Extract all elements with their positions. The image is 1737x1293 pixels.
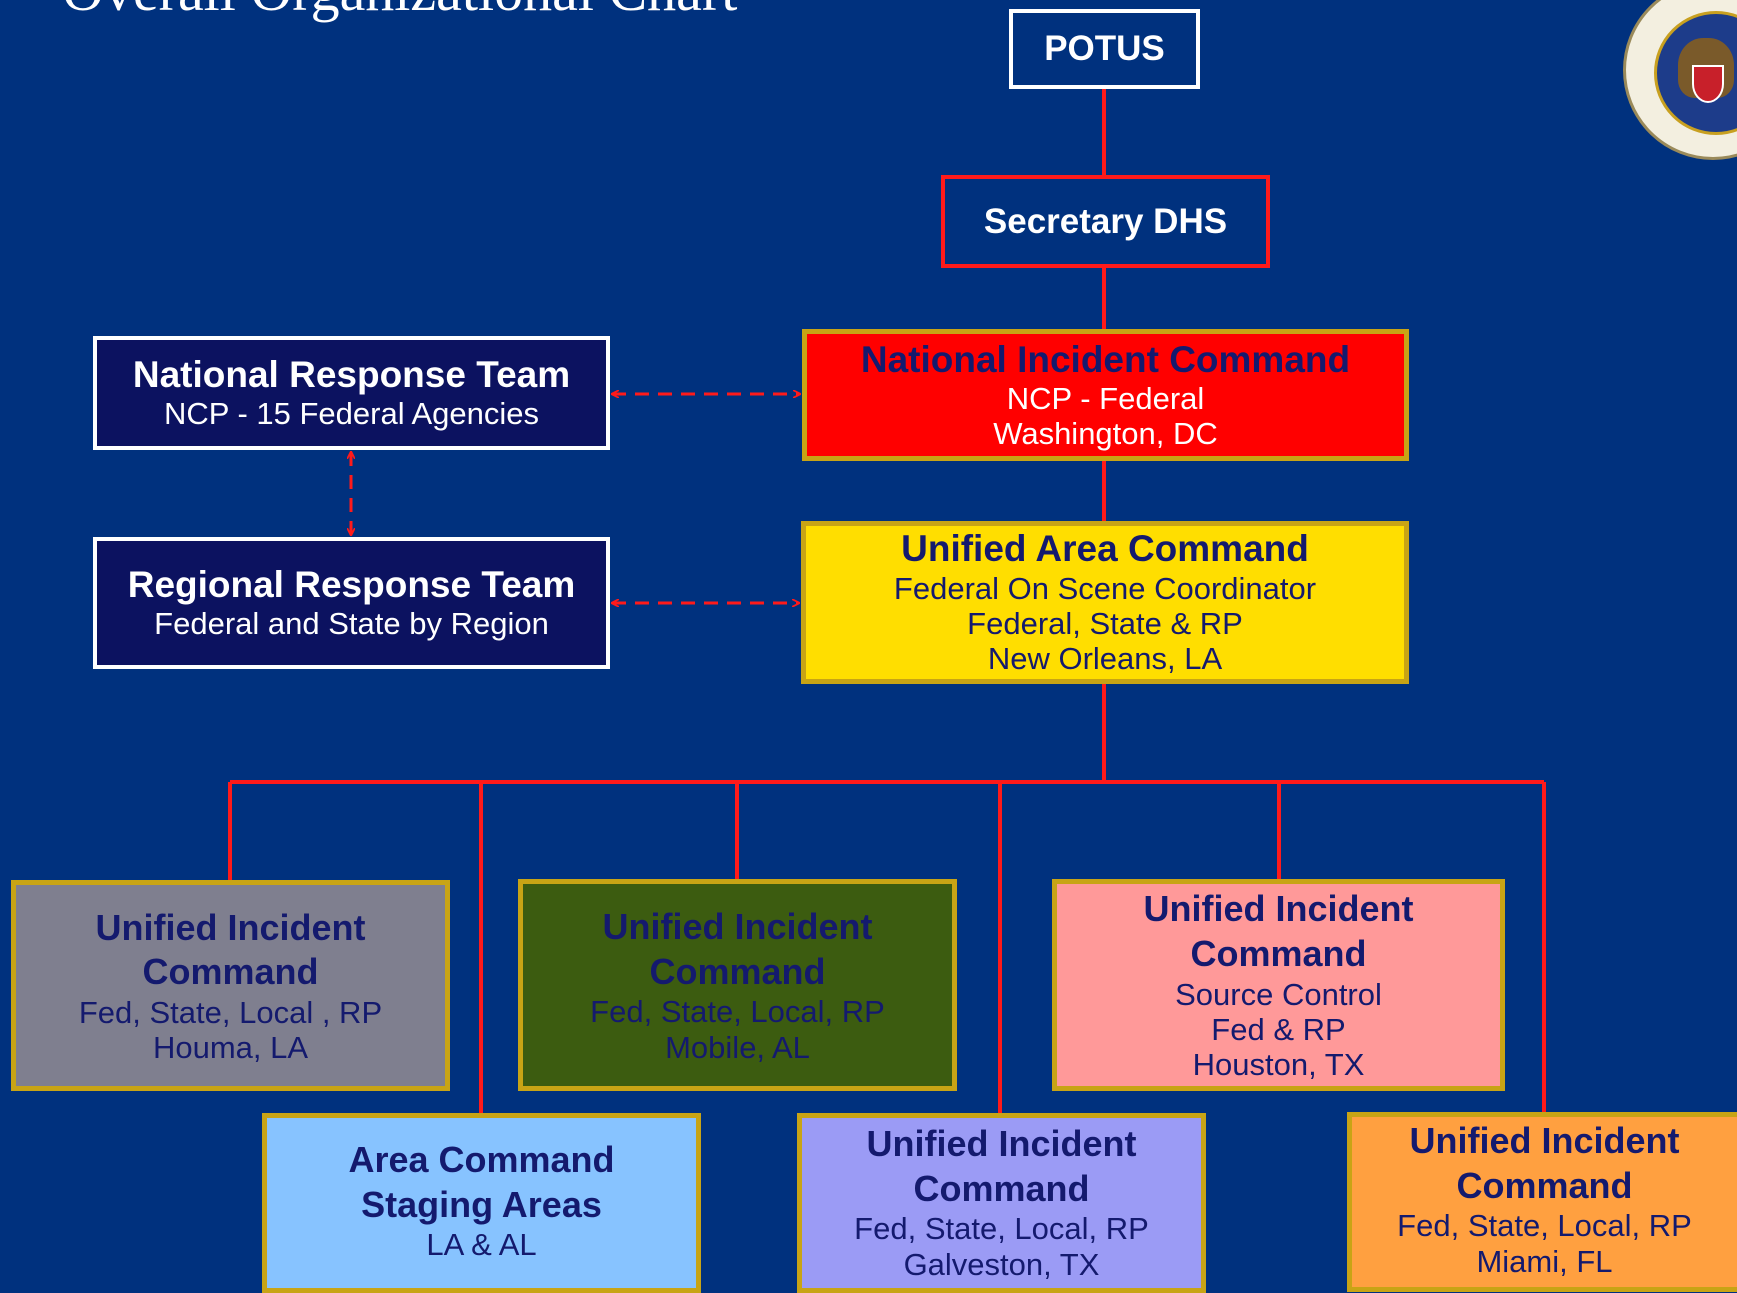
box-title-line-2: Command (1190, 933, 1367, 974)
box-line: Fed & RP (1211, 1011, 1346, 1047)
box-line: Miami, FL (1476, 1243, 1613, 1279)
box-title: POTUS (1044, 29, 1165, 69)
national-incident-command-box: National Incident Command NCP - Federal … (802, 329, 1409, 461)
box-title: National Incident Command (860, 338, 1351, 380)
box-subtitle: NCP - 15 Federal Agencies (163, 396, 540, 432)
box-line: Federal On Scene Coordinator (893, 570, 1317, 606)
box-title-line-2: Command (1456, 1164, 1633, 1206)
box-subtitle: Federal and State by Region (154, 606, 549, 642)
regional-response-team-box: Regional Response Team Federal and State… (93, 537, 610, 669)
box-line: Mobile, AL (665, 1029, 810, 1065)
box-line: New Orleans, LA (987, 641, 1223, 677)
box-line: Fed, State, Local, RP (590, 994, 885, 1030)
box-title-line-2: Staging Areas (361, 1183, 602, 1225)
box-title: Regional Response Team (127, 564, 576, 606)
box-title-line-2: Command (649, 950, 826, 992)
slide-title: Overall Organizational Chart (62, 0, 737, 20)
box-title-line-1: Unified Incident (1409, 1120, 1680, 1161)
box-line: Fed, State, Local , RP (78, 994, 383, 1030)
uic-mobile-box: Unified Incident Command Fed, State, Loc… (518, 879, 957, 1091)
national-response-team-box: National Response Team NCP - 15 Federal … (93, 336, 610, 450)
box-title-line-1: Unified Incident (95, 906, 366, 948)
box-line: LA & AL (426, 1227, 537, 1263)
national-seal-logo (1623, 0, 1737, 160)
box-line: Galveston, TX (903, 1246, 1100, 1282)
box-title: National Response Team (132, 354, 571, 396)
uic-houma-box: Unified Incident Command Fed, State, Loc… (11, 880, 450, 1091)
unified-area-command-box: Unified Area Command Federal On Scene Co… (801, 521, 1409, 684)
box-line: Houma, LA (152, 1030, 309, 1066)
secretary-dhs-box: Secretary DHS (941, 175, 1270, 268)
box-title-line-1: Unified Incident (1143, 888, 1414, 930)
uic-miami-box: Unified Incident Command Fed, State, Loc… (1347, 1112, 1737, 1292)
box-line: Fed, State, Local, RP (1397, 1208, 1692, 1244)
area-command-staging-box: Area Command Staging Areas LA & AL (262, 1113, 701, 1293)
box-line: Washington, DC (993, 416, 1218, 452)
potus-box: POTUS (1009, 9, 1200, 89)
box-line: NCP - Federal (1006, 380, 1205, 416)
box-title: Secretary DHS (983, 201, 1228, 241)
box-title: Unified Area Command (901, 528, 1309, 570)
shield-icon (1692, 65, 1724, 103)
box-line: Houston, TX (1192, 1047, 1365, 1083)
box-line: Source Control (1175, 976, 1382, 1012)
box-line: Federal, State & RP (967, 605, 1243, 641)
box-title-line-1: Unified Incident (866, 1123, 1137, 1164)
box-title-line-2: Command (142, 951, 319, 993)
box-line: Fed, State, Local, RP (854, 1211, 1149, 1247)
uic-houston-box: Unified Incident Command Source Control … (1052, 879, 1505, 1091)
uic-galveston-box: Unified Incident Command Fed, State, Loc… (797, 1113, 1206, 1293)
box-title-line-2: Command (913, 1167, 1090, 1209)
box-title-line-1: Unified Incident (602, 906, 873, 948)
box-title-line-1: Area Command (348, 1139, 615, 1180)
